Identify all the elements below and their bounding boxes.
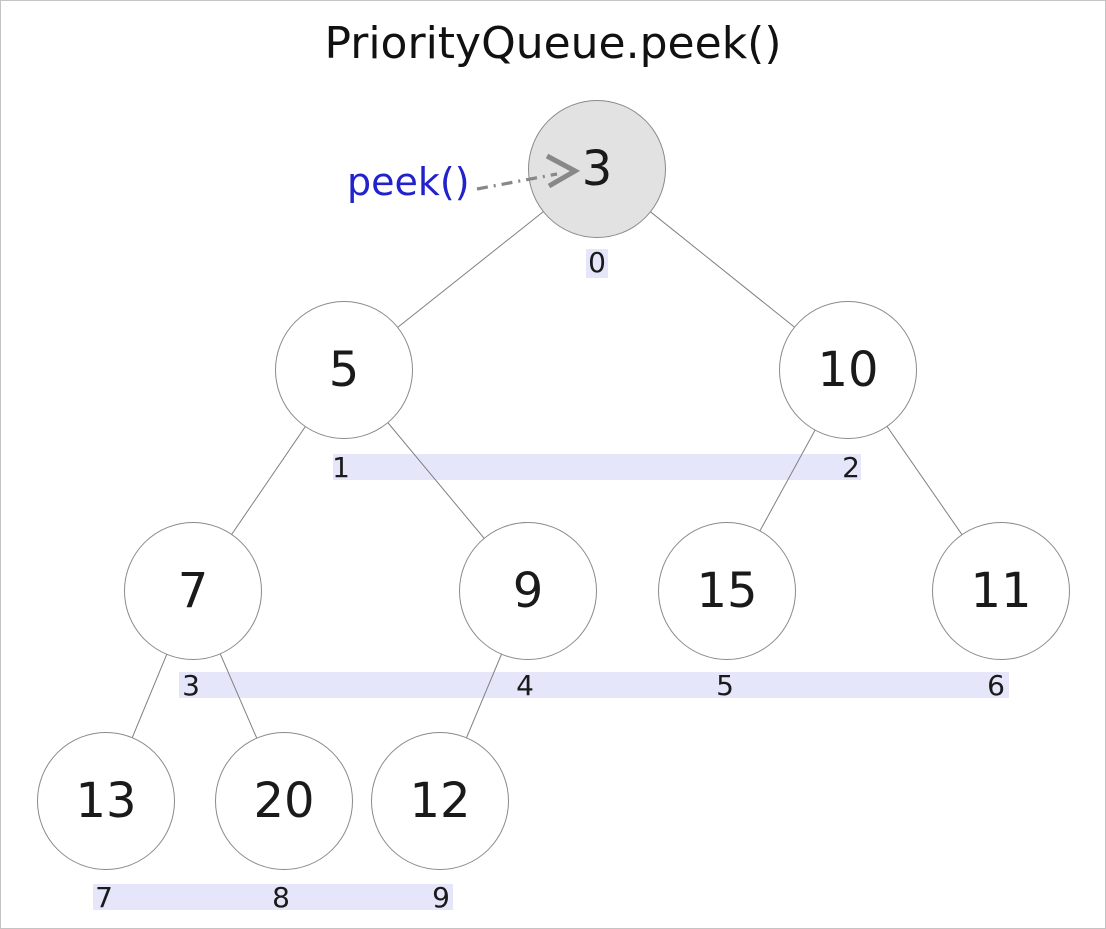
array-index-label-7: 7 (95, 881, 113, 914)
array-index-label-6: 6 (987, 669, 1005, 702)
array-index-label-1: 1 (332, 451, 350, 484)
array-level-band-2 (179, 672, 1009, 698)
array-index-label-9: 9 (432, 881, 450, 914)
tree-node-9: 12 (371, 732, 509, 870)
array-index-label-8: 8 (272, 881, 290, 914)
tree-node-6: 11 (932, 522, 1070, 660)
array-level-band-3 (93, 884, 453, 910)
tree-node-2: 10 (779, 301, 917, 439)
tree-node-8: 20 (215, 732, 353, 870)
array-level-band-1 (333, 454, 861, 480)
tree-node-7: 13 (37, 732, 175, 870)
tree-node-4: 9 (459, 522, 597, 660)
peek-annotation-label: peek() (347, 160, 470, 204)
array-index-label-0: 0 (588, 246, 606, 279)
tree-node-3: 7 (124, 522, 262, 660)
array-index-label-4: 4 (516, 669, 534, 702)
array-index-label-3: 3 (182, 669, 200, 702)
array-index-label-5: 5 (716, 669, 734, 702)
tree-node-0: 3 (528, 100, 666, 238)
tree-node-1: 5 (275, 301, 413, 439)
tree-node-5: 15 (658, 522, 796, 660)
array-index-label-2: 2 (842, 451, 860, 484)
diagram-title: PriorityQueue.peek() (324, 18, 782, 69)
